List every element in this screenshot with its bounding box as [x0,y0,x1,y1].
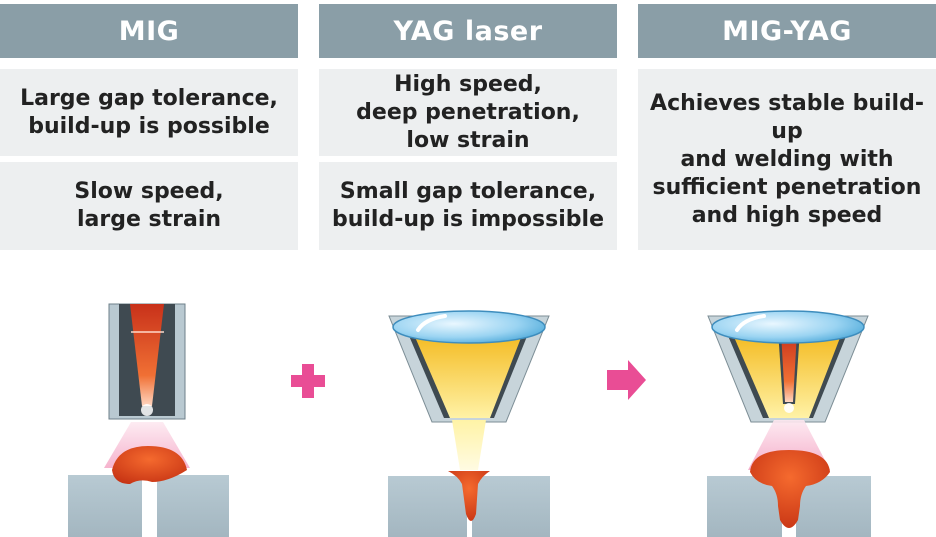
column-title-mig-yag: MIG-YAG [638,4,936,58]
mig-yag-weld-bead [750,450,830,528]
process-illustration [68,303,871,537]
yag-workpiece [388,476,550,537]
yag-weld-bead [448,471,490,521]
column-yag: YAG laser High speed, deep penetration, … [319,4,617,250]
column-mig-yag: MIG-YAG Achieves stable build-up and wel… [638,4,936,250]
mig-pros: Large gap tolerance, build-up is possibl… [0,69,298,156]
yag-cons: Small gap tolerance, build-up is impossi… [319,162,617,250]
arrow-right-icon [607,360,646,400]
mig-yag-workpiece [707,476,871,537]
plus-icon [291,364,325,398]
yag-beam [452,420,486,470]
mig-workpiece [68,475,229,537]
mig-yag-head [707,310,869,423]
mig-yag-summary: Achieves stable build-up and welding wit… [638,69,936,250]
mig-weld-bead [112,446,187,484]
column-title-mig: MIG [0,4,298,58]
yag-pros: High speed, deep penetration, low strain [319,69,617,156]
mig-cons: Slow speed, large strain [0,162,298,250]
yag-head [388,310,550,423]
column-title-yag: YAG laser [319,4,617,58]
mig-torch [108,303,186,420]
column-mig: MIG Large gap tolerance, build-up is pos… [0,4,298,250]
